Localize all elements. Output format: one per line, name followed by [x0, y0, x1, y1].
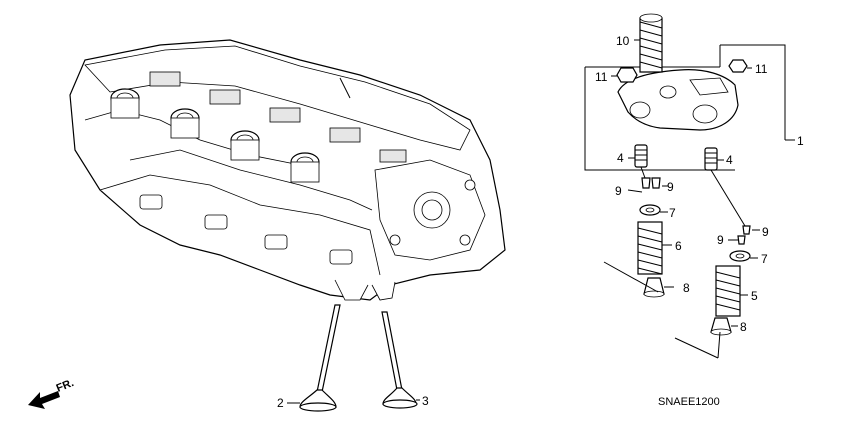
spark-plug-tubes	[110, 88, 320, 183]
adjusting-nut-left	[616, 67, 638, 83]
callout-7-right: 7	[761, 252, 768, 266]
adjusting-nut-right	[728, 59, 748, 73]
cylinder-head	[69, 39, 506, 301]
callout-9-a: 9	[615, 184, 622, 198]
plunger-left	[634, 144, 648, 168]
valve-keepers-left	[641, 177, 661, 189]
valve-spring-left	[637, 221, 663, 275]
callout-11-left: 11	[595, 70, 608, 84]
retainer-left	[639, 204, 661, 216]
direction-label: FR.	[55, 377, 76, 395]
callout-1: 1	[797, 134, 804, 148]
callout-2: 2	[277, 396, 284, 410]
valve-keepers-right	[737, 225, 751, 245]
rocker-arm	[617, 69, 739, 131]
callout-5: 5	[751, 289, 758, 303]
callout-9-d: 9	[717, 233, 724, 247]
front-direction-arrow	[28, 391, 60, 409]
callout-3: 3	[422, 394, 429, 408]
rocker-pedestals	[149, 71, 407, 163]
callout-11-right: 11	[755, 62, 768, 76]
callout-9-c: 9	[762, 225, 769, 239]
callout-8-left: 8	[683, 281, 690, 295]
callout-10: 10	[616, 34, 630, 48]
callout-labels: 1 2 3 4 4 5 6 7 7 8 8 9 9 9 9 10 11 11	[277, 34, 804, 410]
diagram-code: SNAEE1200	[658, 396, 720, 408]
callout-9-b: 9	[667, 180, 674, 194]
intake-valve	[299, 304, 341, 412]
callout-7-left: 7	[669, 206, 676, 220]
retainer-right	[729, 250, 751, 262]
plunger-right	[704, 147, 718, 171]
valve-spring-right	[715, 265, 741, 317]
valve-seal-left	[643, 277, 665, 298]
callout-6: 6	[675, 239, 682, 253]
callout-4-right: 4	[726, 153, 733, 167]
valve-seal-right	[710, 317, 732, 336]
callout-4-left: 4	[617, 151, 624, 165]
spring-10	[639, 13, 663, 73]
assembly-guide-lines	[339, 77, 746, 359]
exhaust-valve	[381, 311, 418, 409]
callout-8-right: 8	[740, 320, 747, 334]
